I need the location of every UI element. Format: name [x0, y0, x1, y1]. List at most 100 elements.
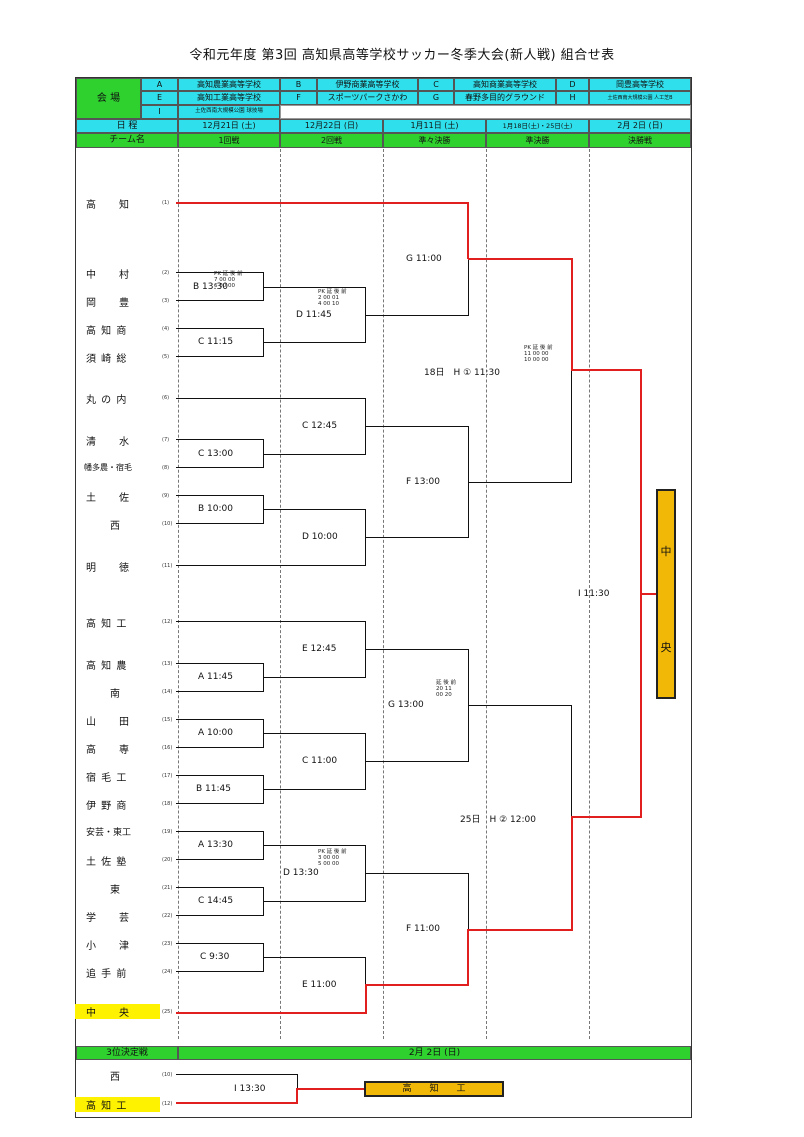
- match-label: C 13:00: [198, 449, 234, 459]
- team-name: 東: [110, 885, 121, 896]
- bracket-line: [263, 845, 366, 846]
- bracket-line: [365, 649, 469, 650]
- bracket-line-win: [365, 984, 469, 986]
- match-label: D 10:00: [302, 532, 338, 542]
- team-seed: (6): [162, 395, 170, 401]
- bracket-line: [263, 901, 366, 902]
- bracket-line: [176, 356, 264, 357]
- team-seed: (15): [162, 717, 173, 723]
- bracket-line-win: [571, 816, 641, 818]
- venue-code: B: [280, 78, 317, 91]
- venue-code: C: [418, 78, 454, 91]
- bracket-line: [571, 370, 572, 483]
- bracket-line: [365, 537, 469, 538]
- team-name: 安芸・東工: [86, 828, 132, 838]
- bracket-line: [263, 677, 366, 678]
- bracket-line: [176, 439, 264, 440]
- team-name: 明 徳: [86, 563, 130, 574]
- bracket-line: [176, 663, 264, 664]
- team-seed: (12): [162, 619, 173, 625]
- team-name: 中 村: [86, 270, 130, 281]
- bracket-line: [176, 300, 264, 301]
- match-label: C 11:00: [302, 756, 338, 766]
- bracket-line: [176, 887, 264, 888]
- team-name-highlight: 中 央: [75, 1004, 160, 1019]
- bracket-line: [263, 733, 366, 734]
- venue-name: スポーツパークさかわ: [317, 91, 418, 105]
- venue-code: D: [556, 78, 589, 91]
- schedule-label: 日 程: [76, 119, 178, 133]
- bracket-line: [176, 859, 264, 860]
- third-place-label: 3位決定戦: [76, 1046, 178, 1060]
- venue-code: A: [141, 78, 178, 91]
- team-name: 須 崎 総: [86, 354, 128, 365]
- bracket-line: [365, 315, 469, 316]
- round-name: 決勝戦: [589, 133, 691, 148]
- champion-char: 央: [660, 641, 672, 654]
- bracket-line: [468, 873, 469, 930]
- bracket-line-win: [365, 985, 367, 1014]
- bracket-line-win: [640, 369, 642, 594]
- venue-name: 岡豊高等学校: [589, 78, 691, 91]
- team-seed: (17): [162, 773, 173, 779]
- venue-code: E: [141, 91, 178, 105]
- bracket-line-win: [467, 929, 469, 986]
- team-seed: (24): [162, 969, 173, 975]
- column-divider: [178, 149, 179, 1039]
- team-seed: (1): [162, 200, 170, 206]
- round-date: 12月21日 (土): [178, 119, 280, 133]
- bracket-line-win: [571, 816, 573, 931]
- team-name: 高 知 商: [86, 326, 128, 337]
- venue-empty: [280, 105, 691, 119]
- bracket-line-win: [640, 593, 657, 595]
- match-label: C 12:45: [302, 421, 338, 431]
- team-name: 小 津: [86, 941, 130, 952]
- venue-header: 会 場: [76, 78, 141, 119]
- third-place-date: 2月 2日 (日): [178, 1046, 691, 1060]
- team-seed: (4): [162, 326, 170, 332]
- bracket-line-win: [176, 1012, 367, 1014]
- match-label: 18日 H ① 11:30: [424, 368, 500, 378]
- round-name: 1回戦: [178, 133, 280, 148]
- team-name: 西: [110, 1072, 121, 1083]
- bracket-line: [468, 259, 469, 316]
- match-label: G 11:00: [406, 254, 442, 264]
- team-seed: (5): [162, 354, 170, 360]
- bracket-line: [468, 705, 572, 706]
- bracket-line: [263, 342, 366, 343]
- team-seed: (22): [162, 913, 173, 919]
- team-seed: (25): [162, 1009, 173, 1015]
- bracket-line-win: [467, 202, 469, 259]
- champion-box: 中 央: [656, 489, 676, 699]
- match-label: 25日 H ② 12:00: [460, 815, 536, 825]
- third-place-winner: 高 知 工: [364, 1081, 504, 1097]
- bracket-line: [176, 803, 264, 804]
- venue-code: I: [141, 105, 178, 119]
- match-label: A 13:30: [198, 840, 233, 850]
- venue-name: 高知商業高等学校: [454, 78, 556, 91]
- team-name: 清 水: [86, 437, 130, 448]
- team-name: 高 知 工: [86, 619, 128, 630]
- team-name: 学 芸: [86, 913, 130, 924]
- bracket-line: [365, 761, 469, 762]
- bracket-line: [176, 775, 264, 776]
- team-seed: (19): [162, 829, 173, 835]
- bracket-line: [176, 565, 366, 566]
- team-name: 伊 野 商: [86, 801, 128, 812]
- team-seed: (23): [162, 941, 173, 947]
- bracket-line: [263, 957, 366, 958]
- bracket-line: [468, 482, 572, 483]
- match-label: B 13:30: [193, 282, 228, 292]
- bracket-line: [263, 272, 264, 301]
- bracket-line: [176, 1074, 298, 1075]
- venue-name: 高知農業高等学校: [178, 78, 280, 91]
- team-name: 山 田: [86, 717, 130, 728]
- match-label: A 10:00: [198, 728, 233, 738]
- team-seed: (7): [162, 437, 170, 443]
- bracket-line: [176, 747, 264, 748]
- bracket-line-win: [468, 258, 572, 260]
- team-name: 高 知: [86, 200, 130, 211]
- venue-code: F: [280, 91, 317, 105]
- bracket-line: [176, 467, 264, 468]
- column-divider: [486, 149, 487, 1039]
